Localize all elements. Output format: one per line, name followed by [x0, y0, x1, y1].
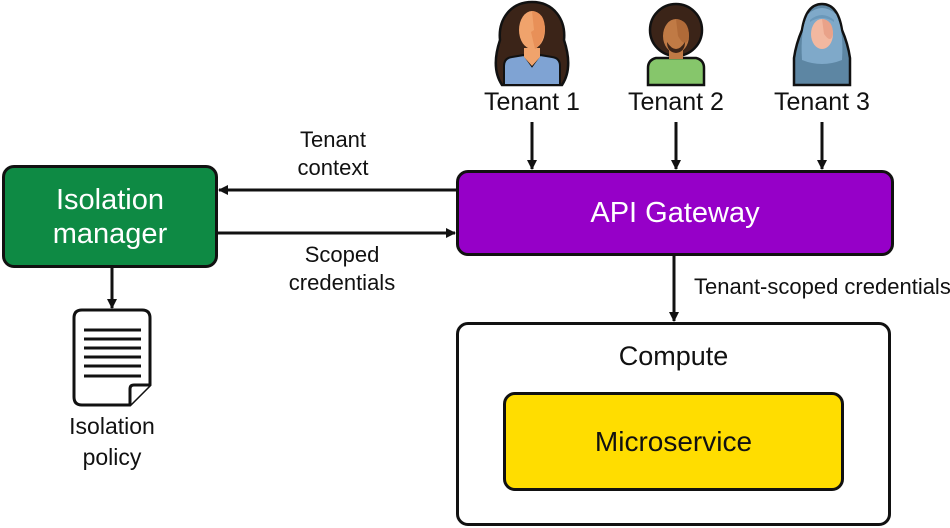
tenant-context-line2: context [297, 155, 369, 180]
microservice-label: Microservice [594, 425, 753, 457]
scoped-credentials-line1: Scoped [304, 242, 380, 267]
scoped-credentials-line2: credentials [288, 270, 396, 295]
tenant-3-label: Tenant 3 [774, 88, 870, 116]
isolation-manager-line1: Isolation [55, 183, 164, 216]
tenant-context-label: Tenant context [278, 126, 388, 182]
tenant-scoped-credentials-label: Tenant-scoped credentials [694, 274, 950, 299]
isolation-manager-box[interactable]: Isolation manager [2, 165, 218, 268]
woman-hijab-avatar [792, 2, 852, 87]
api-gateway-label: API Gateway [590, 196, 760, 229]
isolation-manager-line2: manager [52, 217, 168, 250]
man-afro-beard-avatar [646, 2, 706, 87]
isolation-policy-line2: policy [82, 444, 142, 470]
woman-long-hair-avatar [494, 0, 570, 87]
tenant-context-line1: Tenant [299, 127, 367, 152]
isolation-policy-label: Isolation policy [52, 411, 172, 473]
compute-label: Compute [618, 341, 729, 371]
document-icon [72, 308, 152, 407]
tenant-1-label: Tenant 1 [484, 88, 580, 116]
microservice-box[interactable]: Microservice [503, 392, 844, 491]
tenant-2-label: Tenant 2 [628, 88, 724, 116]
isolation-policy-line1: Isolation [69, 413, 155, 439]
api-gateway-box[interactable]: API Gateway [456, 170, 894, 256]
scoped-credentials-label: Scoped credentials [272, 241, 412, 297]
